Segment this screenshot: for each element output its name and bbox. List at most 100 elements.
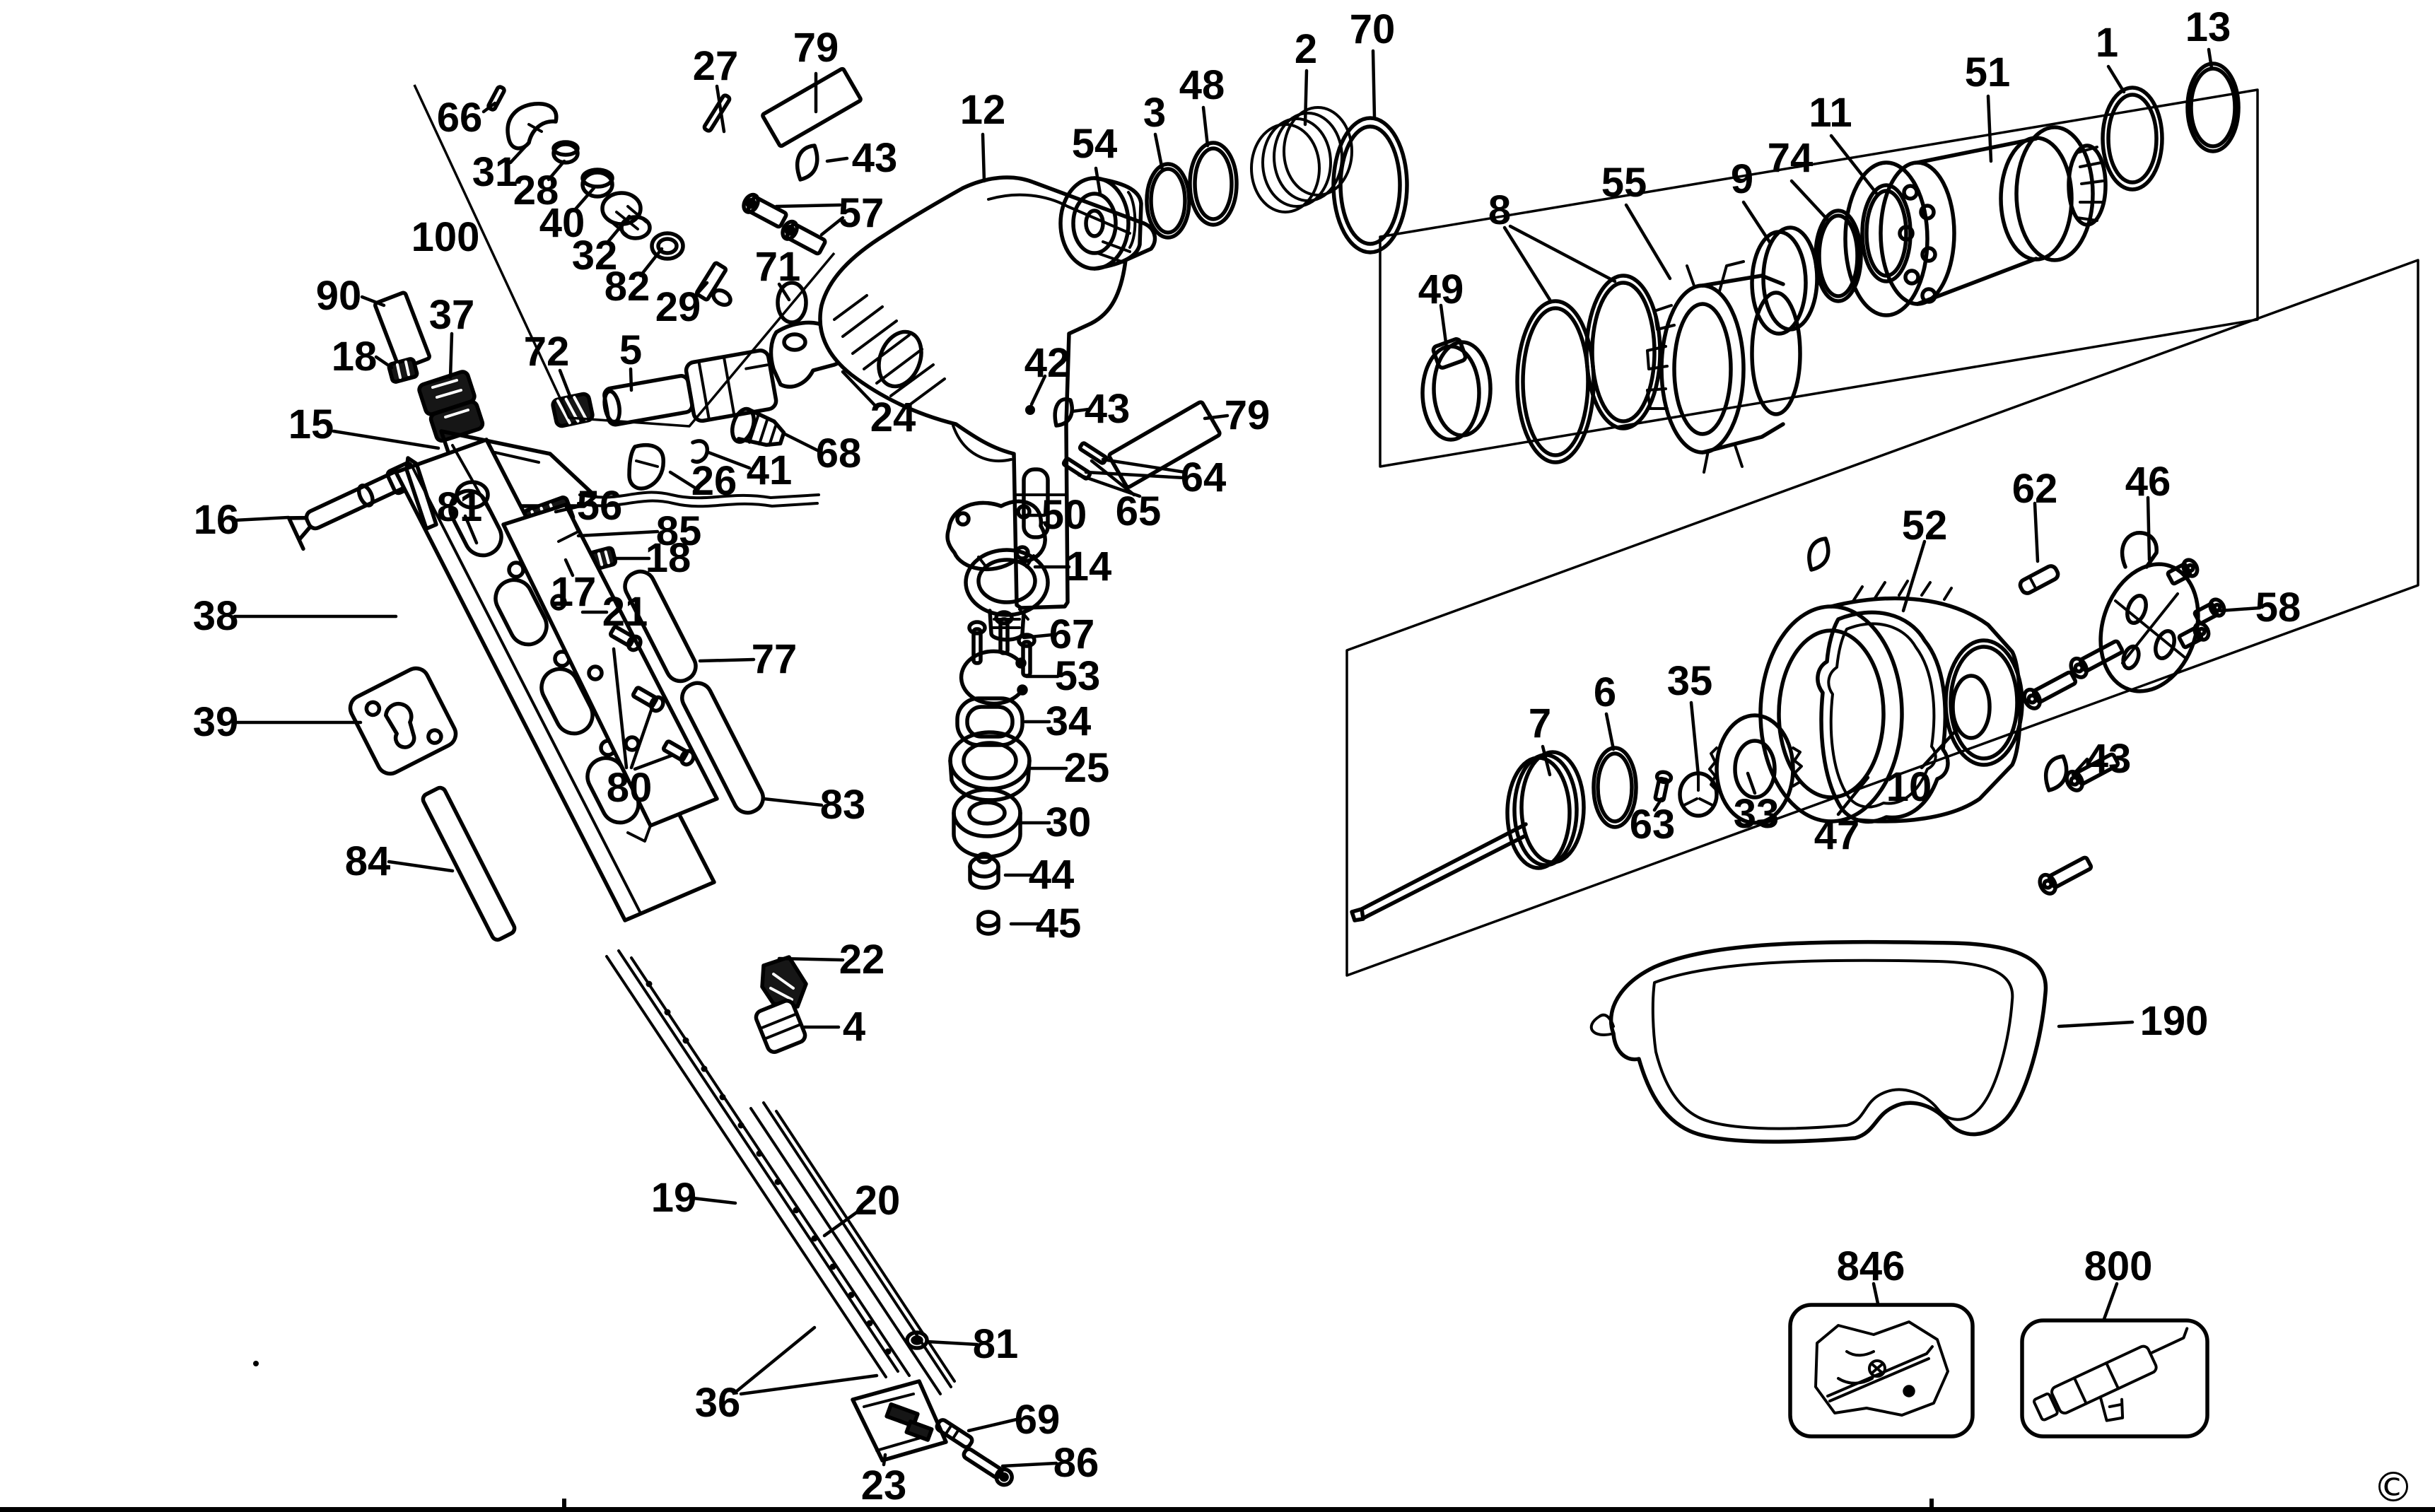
part-label-55-67: 55 <box>1601 160 1647 206</box>
leader-line-47 <box>1101 457 1187 474</box>
part-label-1-72: 1 <box>2096 20 2118 66</box>
part-label-800-88: 800 <box>2084 1243 2153 1289</box>
leader-line-25 <box>463 514 479 545</box>
leader-line-10 <box>448 332 454 380</box>
leader-line-81 <box>2146 496 2151 562</box>
leader-line-92 <box>2057 1020 2135 1028</box>
leader-line-49 <box>1090 459 1136 497</box>
leader-line-1 <box>715 84 726 134</box>
leader-line-71 <box>1502 225 1552 302</box>
leader-line-29 <box>564 558 575 578</box>
bottom-rule-tick-1 <box>1929 1499 1934 1512</box>
part-label-66-2: 66 <box>437 95 483 141</box>
part-label-56-27: 56 <box>577 483 623 529</box>
leader-line-35 <box>629 706 654 770</box>
part-label-43-17: 43 <box>852 135 898 181</box>
part-label-81-61: 81 <box>973 1321 1019 1367</box>
leader-line-4 <box>547 159 566 182</box>
leader-line-70 <box>1439 303 1449 350</box>
part-label-70-24: 70 <box>1350 6 1396 52</box>
part-label-22-56: 22 <box>839 937 885 983</box>
part-oring-71 <box>776 281 808 324</box>
part-label-29-9: 29 <box>655 284 701 330</box>
part-bolts-80 <box>608 625 696 767</box>
leader-line-5 <box>572 186 596 213</box>
part-label-11-70: 11 <box>1809 90 1852 136</box>
part-seal-48 <box>1188 141 1239 227</box>
part-label-80-35: 80 <box>607 765 653 811</box>
part-pusher-26 <box>627 443 665 491</box>
part-label-86-64: 86 <box>1053 1440 1099 1486</box>
page-footer-rule <box>0 1499 2435 1512</box>
part-label-10-84: 10 <box>1886 764 1932 810</box>
part-label-33-82: 33 <box>1734 791 1780 837</box>
leader-line-46 <box>1203 414 1230 421</box>
leader-line-14 <box>777 282 791 302</box>
part-orings-8 <box>1515 274 1662 464</box>
part-label-18-29: 18 <box>646 535 691 581</box>
part-label-54-20: 54 <box>1072 121 1118 167</box>
part-label-5-14: 5 <box>619 327 642 373</box>
part-magazine-rail-38 <box>394 438 716 922</box>
part-snap-ring-53 <box>959 649 1028 706</box>
part-spring-2 <box>1250 106 1353 213</box>
part-label-37-11: 37 <box>429 292 475 338</box>
part-label-20-59: 20 <box>855 1178 901 1224</box>
leader-line-74 <box>1741 200 1773 245</box>
accessory-box-800 <box>2020 1318 2209 1438</box>
leader-line-38 <box>387 860 455 873</box>
leader-line-69 <box>882 1453 887 1467</box>
leader-line-91 <box>2071 757 2089 777</box>
leader-line-23 <box>1371 49 1377 119</box>
leader-line-44 <box>1029 374 1047 406</box>
bottom-rule-tick-0 <box>562 1499 566 1512</box>
part-guide-plate-15 <box>439 429 820 508</box>
leader-line-80 <box>2033 501 2040 563</box>
leader-line-82 <box>1901 539 1927 613</box>
part-seal-unlabeled <box>1807 537 1830 572</box>
part-oring-3 <box>1145 162 1191 240</box>
part-pin-66 <box>486 85 506 112</box>
part-label-82-8: 82 <box>605 264 650 310</box>
leader-line-84 <box>1541 744 1552 777</box>
part-label-26-38: 26 <box>691 458 737 504</box>
leader-line-33 <box>698 657 756 663</box>
leader-line-88 <box>1746 771 1757 795</box>
part-bumper-block-4 <box>754 999 807 1054</box>
part-label-84-37: 84 <box>345 838 391 884</box>
leader-line-21 <box>1201 105 1210 148</box>
part-label-40-6: 40 <box>539 200 585 246</box>
part-nose-housing-23 <box>851 1379 948 1463</box>
part-label-14-48: 14 <box>1066 544 1112 590</box>
part-screws-57 <box>742 192 827 256</box>
leader-line-6 <box>606 214 631 244</box>
part-label-44-54: 44 <box>1029 852 1075 898</box>
part-label-77-33: 77 <box>752 636 798 682</box>
leader-line-15 <box>825 156 849 163</box>
part-label-43-85: 43 <box>2086 736 2132 782</box>
part-label-4-57: 4 <box>843 1004 865 1050</box>
leader-line-86 <box>1689 701 1700 777</box>
part-label-65-46: 65 <box>1116 488 1162 534</box>
part-label-17-30: 17 <box>551 569 597 615</box>
leader-line-64 <box>735 1325 817 1393</box>
leader-line-42 <box>783 432 821 453</box>
leader-line-19 <box>1094 166 1102 196</box>
part-cap-54 <box>1058 176 1143 271</box>
part-seal-43-center <box>1053 397 1074 428</box>
part-label-24-41: 24 <box>870 394 916 440</box>
part-label-67-49: 67 <box>1049 611 1095 657</box>
part-label-83-36: 83 <box>820 782 866 828</box>
part-screw-63 <box>1653 770 1674 803</box>
part-label-50-47: 50 <box>1041 492 1087 538</box>
part-label-51-71: 51 <box>1965 49 2011 95</box>
leader-line-83 <box>2218 606 2262 613</box>
part-label-85-28: 85 <box>656 508 702 554</box>
leader-line-76 <box>1829 134 1880 197</box>
part-label-38-32: 38 <box>193 593 239 639</box>
part-label-32-7: 32 <box>572 233 618 279</box>
leader-line-12 <box>558 368 572 398</box>
part-label-79-0: 79 <box>793 25 839 71</box>
part-label-12-19: 12 <box>960 87 1006 133</box>
